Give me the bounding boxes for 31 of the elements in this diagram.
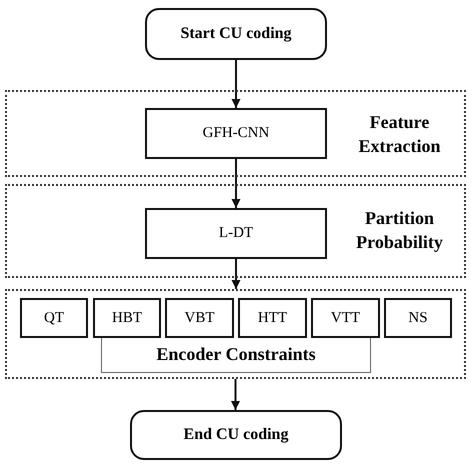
node-label: VBT xyxy=(184,310,214,326)
section-label: Feature Extraction xyxy=(358,111,442,158)
node-label: Encoder Constraints xyxy=(156,344,316,364)
arrow xyxy=(232,259,240,289)
bracket-box xyxy=(101,336,371,373)
node-label: End CU coding xyxy=(184,426,288,444)
terminal-box xyxy=(130,410,342,460)
node-label: HBT xyxy=(112,310,142,326)
node-label: Start CU coding xyxy=(180,25,292,43)
process-box xyxy=(145,208,327,259)
node-label: GFH-CNN xyxy=(202,125,270,142)
partition-box xyxy=(20,298,88,338)
partition-box xyxy=(311,298,380,338)
arrow xyxy=(232,159,240,208)
partition-box xyxy=(384,298,452,338)
arrow xyxy=(231,379,240,410)
node-label: VTT xyxy=(330,310,360,326)
terminal-box xyxy=(145,8,327,60)
partition-box xyxy=(93,298,161,338)
node-label: NS xyxy=(408,310,428,326)
partition-box xyxy=(238,298,307,338)
node-label: L-DT xyxy=(218,225,254,242)
node-label: QT xyxy=(44,310,64,326)
arrow xyxy=(232,60,240,108)
partition-box xyxy=(165,298,234,338)
dotted-region xyxy=(5,184,466,278)
node-label: HTT xyxy=(258,310,288,326)
process-box xyxy=(145,108,327,159)
section-label: Partition Probability xyxy=(355,207,444,254)
dotted-region xyxy=(5,289,466,379)
dotted-region xyxy=(5,90,466,177)
